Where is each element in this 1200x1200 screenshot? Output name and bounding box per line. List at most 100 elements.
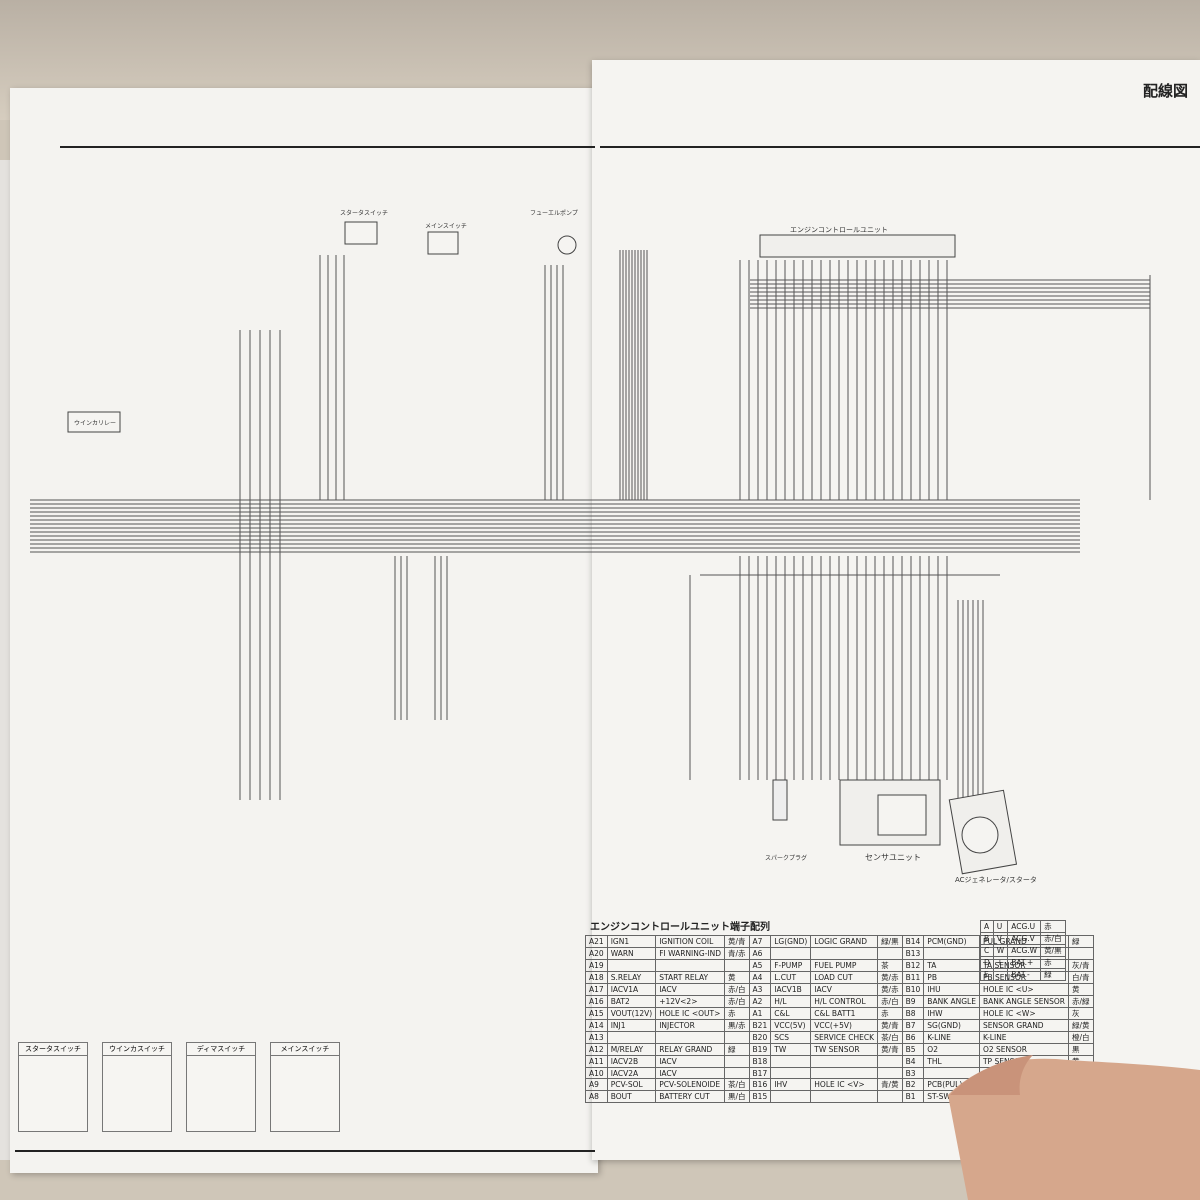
terminal-cell: 赤 [877,1007,903,1020]
wire-bundle [30,250,1151,800]
terminal-cell: 黄/青 [877,1043,903,1056]
terminal-cell: HOLE IC <V> [810,1078,879,1091]
switch-box-title: ディマスイッチ [187,1043,255,1056]
terminal-cell: IACV2A [606,1067,657,1079]
switch-box-title: スタータスイッチ [19,1043,87,1056]
ac-generator-block: ACジェネレータ/スタータ [948,789,1037,884]
terminal-cell: RELAY GRAND [655,1043,725,1056]
terminal-cell: PB [923,971,980,984]
terminal-cell: HOLE IC <W> [978,1007,1070,1020]
fuel-pump-label: フューエルポンプ [530,209,578,217]
terminal-cell: B6 [901,1031,925,1044]
terminal-cell: BOUT [606,1090,657,1103]
terminal-cell: +12V<2> [655,995,725,1008]
terminal-cell: IHW [923,1007,980,1020]
terminal-cell: IACV [655,1055,725,1068]
terminal-cell [606,959,657,972]
terminal-cell: IACV [655,1067,725,1079]
terminal-cell: A11 [585,1055,608,1068]
terminal-cell: A1 [748,1007,772,1020]
terminal-cell: B3 [901,1067,925,1079]
terminal-cell: B20 [748,1031,772,1044]
page-title: 配線図 [1142,82,1188,100]
ecu-block: エンジンコントロールユニット [759,226,956,258]
winker-relay-label: ウインカリレー [74,419,116,427]
terminal-cell: A14 [585,1019,608,1032]
terminal-cell [1068,947,1094,960]
terminal-cell [655,959,725,972]
terminal-cell: 赤/白 [724,983,750,996]
terminal-cell: 赤/白 [724,995,750,1008]
terminal-cell: A13 [585,1031,608,1044]
terminal-cell: A10 [585,1067,608,1079]
terminal-cell: VCC(+5V) [810,1019,879,1032]
terminal-cell: 灰/青 [1068,959,1094,972]
terminal-cell: HOLE IC <OUT> [655,1007,725,1020]
terminal-cell [810,1067,879,1079]
terminal-cell: 赤/白 [877,995,903,1008]
terminal-cell: H/L CONTROL [810,995,879,1008]
terminal-cell [724,1031,750,1044]
terminal-cell: PCM(GND) [923,935,980,948]
sensor-unit-label: センサユニット [865,853,921,862]
ac-gen-label: ACジェネレータ/スタータ [955,875,1037,884]
ecu-table-title: エンジンコントロールユニット端子配列 [590,922,770,933]
terminal-cell: 黄 [1068,983,1094,996]
terminal-cell: B10 [901,983,925,996]
terminal-cell: 青/黄 [877,1078,903,1091]
terminal-cell: B13 [901,947,925,960]
left-header-rule [60,146,595,148]
terminal-cell: C&L BATT1 [810,1007,879,1020]
terminal-cell: SCS [770,1031,812,1044]
terminal-cell: PCV-SOL [606,1078,657,1091]
terminal-cell: B16 [748,1078,772,1091]
terminal-cell: WARN [606,947,657,960]
terminal-cell: A8 [585,1090,608,1103]
terminal-cell [923,947,980,960]
terminal-cell: A9 [585,1078,608,1091]
starter-switch-block: スタータスイッチ [340,209,388,245]
terminal-cell: VOUT(12V) [606,1007,657,1020]
terminal-cell: 黄/青 [877,1019,903,1032]
terminal-cell: C&L [770,1007,812,1020]
terminal-cell [810,1055,879,1068]
terminal-cell: A7 [748,935,772,948]
terminal-cell: IACV1A [606,983,657,996]
terminal-cell: B11 [901,971,925,984]
terminal-cell: VCC(5V) [770,1019,812,1032]
terminal-cell: B4 [901,1055,925,1068]
terminal-cell: S.RELAY [606,971,657,984]
terminal-cell: L.CUT [770,971,812,984]
terminal-cell: PCV-SOLENOIDE [655,1078,725,1091]
terminal-cell: 茶/白 [724,1078,750,1091]
terminal-cell: INJECTOR [655,1019,725,1032]
terminal-cell: IHU [923,983,980,996]
switch-box-dimmer: ディマスイッチ [186,1042,256,1132]
switch-box-title: ウインカスイッチ [103,1043,171,1056]
terminal-cell: B1 [901,1090,925,1103]
terminal-cell: 黄/青 [724,935,750,948]
terminal-cell: B7 [901,1019,925,1032]
terminal-cell: A20 [585,947,608,960]
main-switch-label: メインスイッチ [425,223,467,230]
ecu-label: エンジンコントロールユニット [790,226,888,234]
left-page [10,88,598,1173]
terminal-cell [877,1090,903,1103]
terminal-cell [770,947,812,960]
terminal-cell: 緑/黒 [877,935,903,948]
terminal-cell [810,1090,879,1103]
terminal-cell: A3 [748,983,772,996]
terminal-cell: 白/青 [1068,971,1094,984]
terminal-cell: B15 [748,1090,772,1103]
terminal-cell: 灰 [1068,1007,1094,1020]
terminal-cell: INJ1 [606,1019,657,1032]
switch-box-main: メインスイッチ [270,1042,340,1132]
terminal-cell: 緑 [724,1043,750,1056]
terminal-cell: A21 [585,935,608,948]
terminal-cell [877,1055,903,1068]
